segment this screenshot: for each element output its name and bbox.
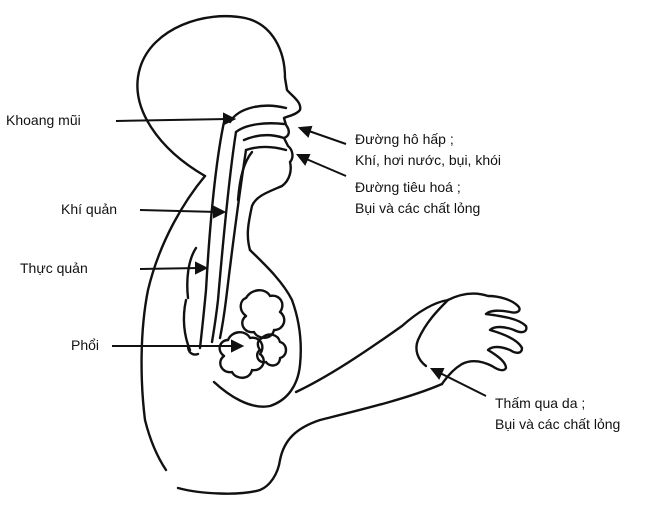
leader-digestive-route: [304, 158, 346, 176]
arrowhead-digestive-route: [298, 155, 309, 164]
arrowhead-skin-route: [432, 369, 443, 378]
label-skin-agents: Bụi và các chất lỏng: [495, 416, 620, 433]
arrowhead-esophagus: [196, 263, 206, 273]
leader-esophagus: [140, 268, 200, 269]
leader-nasal-cavity: [116, 119, 228, 121]
trachea-outer-wall: [200, 122, 224, 348]
rib-contour: [184, 300, 190, 350]
label-respiratory-route: Đường hô hấp ;: [355, 131, 454, 148]
arrowhead-lungs: [232, 341, 242, 351]
label-respiratory-agents: Khí, hơi nước, bụi, khói: [355, 152, 501, 169]
arrowhead-respiratory-route: [300, 127, 311, 136]
label-digestive-route: Đường tiêu hoá ;: [355, 179, 461, 196]
oral-cavity-upper: [244, 135, 284, 140]
label-skin-route: Thấm qua da ;: [495, 395, 585, 412]
leader-trachea: [140, 210, 218, 212]
leader-respiratory-route: [306, 130, 346, 144]
label-trachea: Khí quản: [61, 201, 117, 218]
leader-skin-route: [438, 372, 486, 396]
oral-cavity-lower: [246, 147, 286, 150]
forearm-upper-edge: [296, 300, 448, 392]
arrowhead-trachea: [214, 207, 224, 217]
label-nasal-cavity: Khoang mũi: [6, 112, 81, 129]
hand-outline: [442, 294, 526, 384]
back-outline: [142, 176, 205, 470]
label-lungs: Phổi: [71, 337, 99, 354]
nasal-passage-upper: [230, 106, 286, 122]
label-esophagus: Thực quản: [20, 260, 88, 277]
arrowhead-nasal-cavity: [224, 114, 234, 124]
chest-outline: [214, 250, 301, 407]
label-digestive-agents: Bụi và các chất lỏng: [355, 200, 480, 217]
nasal-passage-lower: [236, 123, 284, 132]
trunk-detail-line: [187, 248, 196, 298]
lung-cluster-upper: [241, 290, 285, 338]
lower-arm-outline: [178, 384, 442, 494]
